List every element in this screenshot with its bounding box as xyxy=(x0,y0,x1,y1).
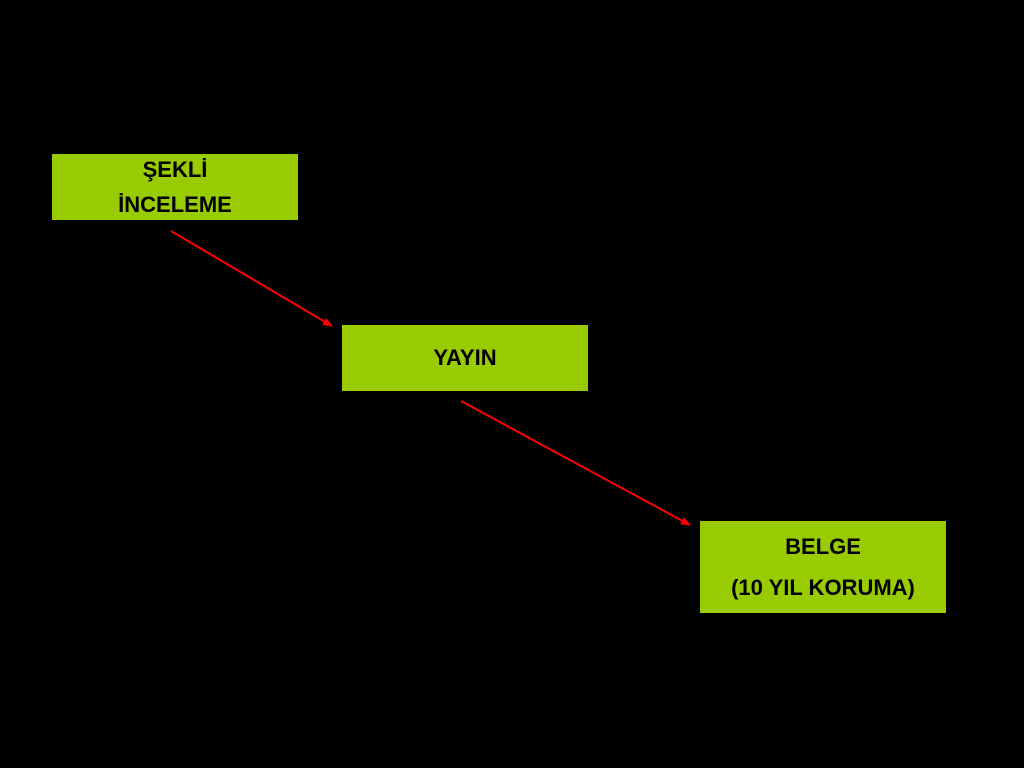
arrow-yayin-to-belge xyxy=(460,400,691,526)
arrow-sekli-inceleme-to-yayin xyxy=(170,230,333,327)
node-label-line: ŞEKLİ xyxy=(142,157,208,182)
node-belge: BELGE (10 YIL KORUMA) xyxy=(700,521,946,613)
node-label-line: İNCELEME xyxy=(118,192,232,217)
node-sekli-inceleme: ŞEKLİ İNCELEME xyxy=(52,154,298,220)
node-yayin: YAYIN xyxy=(342,325,588,391)
node-label-line: (10 YIL KORUMA) xyxy=(731,575,915,600)
node-label-line: BELGE xyxy=(785,534,861,559)
node-label-line: YAYIN xyxy=(433,345,497,370)
